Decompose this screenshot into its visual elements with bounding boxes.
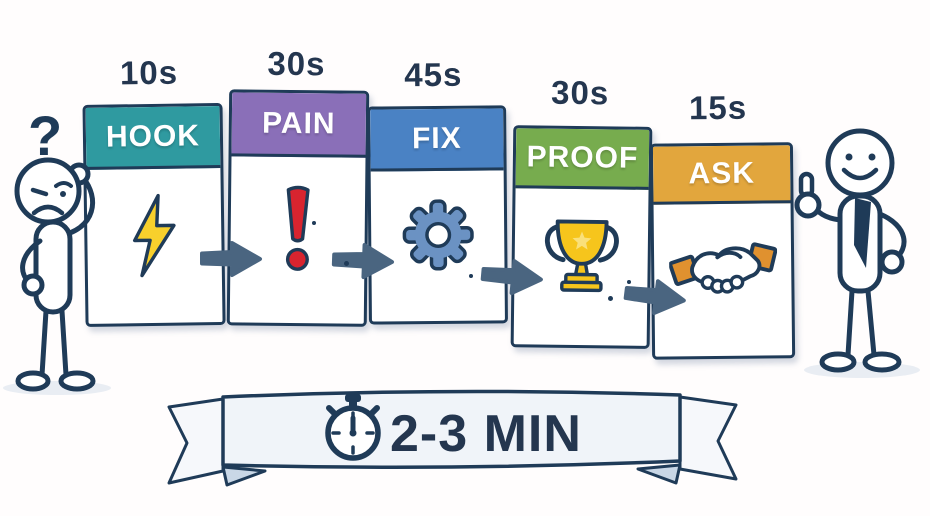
flow-arrow-1	[200, 241, 262, 277]
confused-person: ?	[3, 104, 111, 395]
duration-banner: 2-3 MIN	[167, 389, 738, 487]
step-title: PAIN	[261, 106, 336, 140]
leg-left	[845, 288, 855, 358]
leg-right	[59, 308, 69, 378]
ink-speck	[312, 221, 316, 225]
step-ask: 15s ASK	[649, 89, 796, 360]
stopwatch-icon	[325, 394, 381, 461]
step-body	[371, 170, 505, 321]
brow-right	[54, 181, 73, 188]
lightning-icon	[132, 193, 176, 278]
closed-eye-left	[30, 187, 49, 197]
flow-arrow-4	[623, 279, 686, 316]
leg-right	[865, 288, 877, 358]
eye-right	[868, 153, 876, 161]
exclamation-icon	[285, 185, 310, 271]
banner-text: 2-3 MIN	[390, 405, 582, 463]
step-body	[654, 203, 793, 356]
happy-person	[794, 128, 920, 378]
step-card: FIX	[367, 105, 508, 325]
ink-speck	[608, 296, 613, 301]
foot-right	[862, 351, 902, 373]
torso	[33, 219, 73, 315]
step-header: ASK	[652, 145, 791, 205]
ribbon-tail-right	[678, 395, 738, 481]
step-title: ASK	[688, 156, 756, 190]
gear-icon	[402, 199, 474, 271]
ribbon-fold-right	[636, 463, 682, 485]
head	[825, 128, 895, 198]
hip-hand	[879, 249, 905, 275]
thumbs-up-fist	[794, 191, 822, 219]
ink-speck	[469, 274, 473, 278]
step-card: HOOK	[82, 102, 226, 327]
eye-left	[845, 153, 853, 161]
flow-arrow-2	[331, 243, 394, 280]
step-pain: 30s PAIN	[226, 45, 370, 327]
eye-right	[60, 191, 66, 197]
step-body	[514, 188, 649, 346]
handshake-icon	[668, 242, 777, 294]
flow-arrow-3	[480, 259, 543, 296]
step-title: FIX	[411, 121, 462, 155]
step-hook: 10s HOOK	[82, 54, 226, 327]
question-mark: ?	[28, 104, 62, 167]
foot-left	[15, 370, 51, 392]
ink-speck	[627, 280, 631, 284]
step-fix: 45s FIX	[367, 56, 508, 325]
leg-left	[39, 308, 49, 378]
step-card: PAIN	[226, 89, 370, 327]
ink-speck	[344, 261, 349, 266]
tie	[854, 198, 871, 268]
step-proof: 30s PROOF	[510, 74, 653, 349]
step-header: PROOF	[515, 128, 650, 190]
head	[14, 157, 82, 225]
step-body	[230, 156, 366, 323]
frown-mouth	[31, 204, 65, 216]
hip-hand	[21, 273, 45, 297]
ribbon-tail-left	[167, 397, 225, 485]
step-card: ASK	[649, 142, 796, 360]
foot-right	[58, 370, 96, 392]
step-title: PROOF	[526, 139, 639, 175]
trophy-icon	[544, 219, 619, 293]
step-card: PROOF	[510, 125, 653, 349]
ribbon-fold-left	[221, 465, 267, 487]
smile-mouth	[841, 167, 879, 181]
step-body	[86, 168, 222, 324]
foot-left	[819, 351, 857, 373]
step-header: PAIN	[231, 92, 367, 158]
step-header: FIX	[370, 108, 504, 172]
